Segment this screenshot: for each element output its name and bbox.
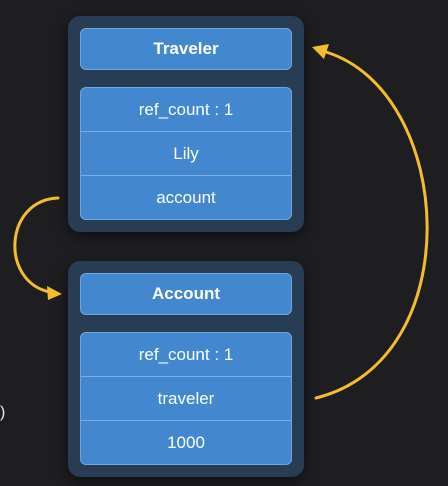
account-balance: 1000 [81, 420, 291, 464]
traveler-ref-count: ref_count : 1 [138, 99, 234, 119]
account-traveler-ref: traveler [81, 376, 291, 420]
arrowhead-account-to-traveler-icon [312, 44, 329, 59]
arrowhead-traveler-to-account-icon [47, 286, 62, 300]
account-ref-count: ref_count : 1 [138, 344, 234, 364]
traveler-title: Traveler [80, 28, 292, 70]
account-fields: ref_count : 1 traveler 1000 [80, 332, 292, 465]
edge-paren-text: ) [0, 404, 6, 421]
account-object: Account ref_count : 1 traveler 1000 [68, 261, 304, 477]
traveler-fields: ref_count : 1 Lily account [80, 87, 292, 220]
traveler-object: Traveler ref_count : 1 Lily account [68, 16, 304, 232]
arrow-traveler-to-account [13, 196, 60, 294]
traveler-account-ref: account [81, 175, 291, 219]
traveler-name: Lily [81, 131, 291, 175]
account-title: Account [80, 273, 292, 315]
arrow-account-to-traveler [314, 50, 429, 400]
